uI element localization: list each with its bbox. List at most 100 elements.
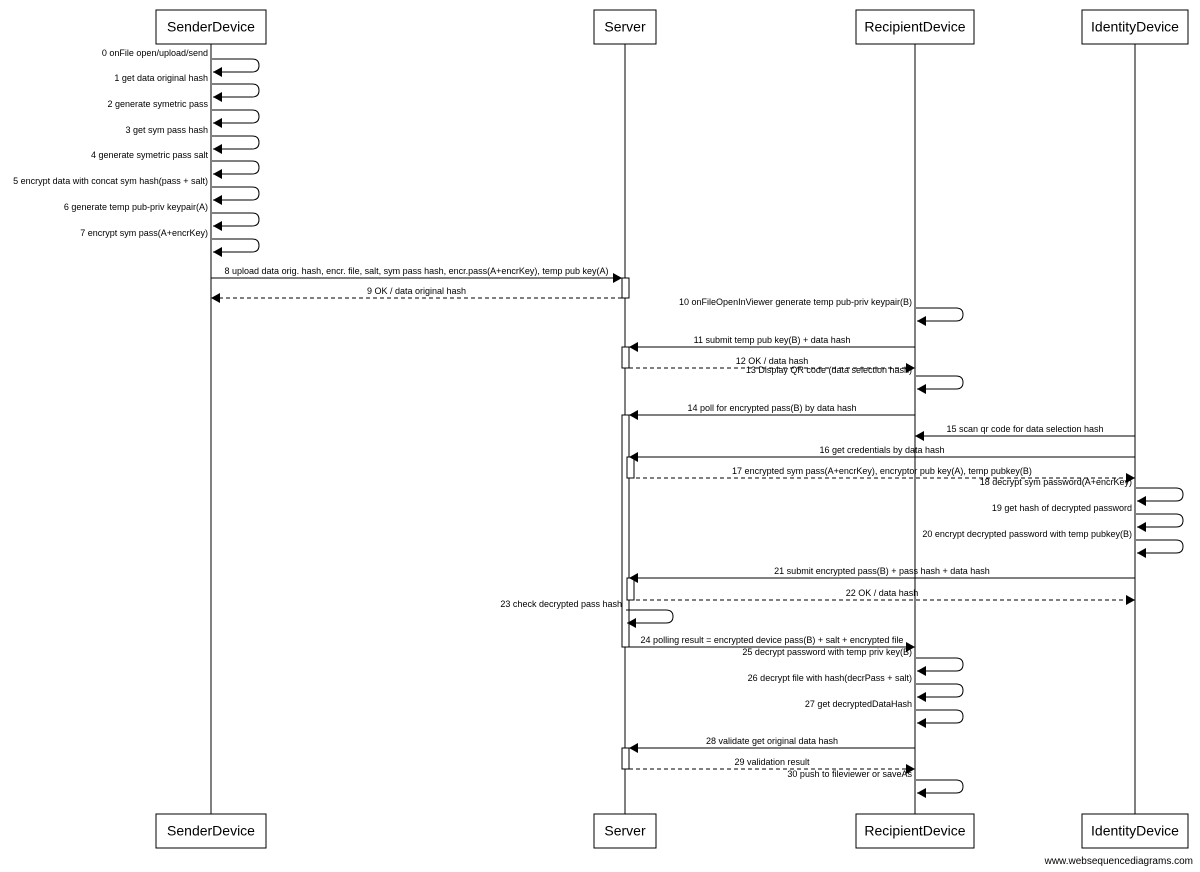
message-label: 7 encrypt sym pass(A+encrKey) <box>80 228 208 238</box>
message-label: 2 generate symetric pass <box>107 99 208 109</box>
participant-bottom-recipient: RecipientDevice <box>855 813 975 849</box>
self-call-arrow <box>212 186 260 205</box>
participant-name: Server <box>604 19 646 35</box>
message-28: 28 validate get original data hash <box>629 736 915 753</box>
message-label: 28 validate get original data hash <box>706 736 838 746</box>
message-8: 8 upload data orig. hash, encr. file, sa… <box>211 266 622 283</box>
participant-name: SenderDevice <box>167 19 255 35</box>
message-label: 3 get sym pass hash <box>125 125 208 135</box>
message-9: 9 OK / data original hash <box>211 286 622 303</box>
participant-bottom-sender: SenderDevice <box>155 813 267 849</box>
message-16: 16 get credentials by data hash <box>629 445 1135 462</box>
message-18: 18 decrypt sym password(A+encrKey) <box>980 477 1184 506</box>
message-23: 23 check decrypted pass hash <box>500 599 674 628</box>
message-29: 29 validation result <box>629 757 915 774</box>
message-4: 4 generate symetric pass salt <box>91 150 260 179</box>
self-call-arrow <box>916 779 964 798</box>
message-label: 12 OK / data hash <box>736 356 809 366</box>
participant-box <box>855 813 975 849</box>
message-17: 17 encrypted sym pass(A+encrKey), encryp… <box>629 466 1135 483</box>
self-call-arrow <box>212 109 260 128</box>
self-call-arrow <box>916 375 964 394</box>
message-11: 11 submit temp pub key(B) + data hash <box>629 335 915 352</box>
participant-box <box>155 813 267 849</box>
participant-top-recipient: RecipientDevice <box>855 9 975 45</box>
message-label: 8 upload data orig. hash, encr. file, sa… <box>225 266 609 276</box>
message-label: 23 check decrypted pass hash <box>500 599 622 609</box>
self-call-arrow <box>212 238 260 257</box>
message-24: 24 polling result = encrypted device pas… <box>629 635 915 652</box>
message-label: 14 poll for encrypted pass(B) by data ha… <box>687 403 856 413</box>
participant-bottom-identity: IdentityDevice <box>1081 813 1189 849</box>
message-label: 25 decrypt password with temp priv key(B… <box>742 647 912 657</box>
message-15: 15 scan qr code for data selection hash <box>915 424 1135 441</box>
activation-bar <box>621 346 630 369</box>
self-call-arrow <box>916 709 964 728</box>
message-30: 30 push to fileviewer or saveAs <box>787 769 964 798</box>
message-label: 19 get hash of decrypted password <box>992 503 1132 513</box>
message-label: 21 submit encrypted pass(B) + pass hash … <box>774 566 990 576</box>
message-label: 15 scan qr code for data selection hash <box>946 424 1103 434</box>
message-0: 0 onFile open/upload/send <box>102 48 260 77</box>
self-call-arrow <box>916 657 964 676</box>
message-label: 9 OK / data original hash <box>367 286 466 296</box>
participant-box <box>155 9 267 45</box>
self-call-arrow <box>626 609 674 628</box>
self-call-arrow <box>212 83 260 102</box>
message-label: 20 encrypt decrypted password with temp … <box>922 529 1132 539</box>
message-5: 5 encrypt data with concat sym hash(pass… <box>13 176 260 205</box>
message-19: 19 get hash of decrypted password <box>992 503 1184 532</box>
message-label: 26 decrypt file with hash(decrPass + sal… <box>748 673 912 683</box>
message-label: 22 OK / data hash <box>846 588 919 598</box>
participant-top-sender: SenderDevice <box>155 9 267 45</box>
participant-box <box>1081 9 1189 45</box>
message-label: 11 submit temp pub key(B) + data hash <box>694 335 851 345</box>
message-label: 6 generate temp pub-priv keypair(A) <box>64 202 208 212</box>
participant-box <box>1081 813 1189 849</box>
message-label: 16 get credentials by data hash <box>819 445 944 455</box>
message-label: 30 push to fileviewer or saveAs <box>787 769 912 779</box>
participant-name: IdentityDevice <box>1091 19 1179 35</box>
self-call-arrow <box>1136 487 1184 506</box>
message-6: 6 generate temp pub-priv keypair(A) <box>64 202 260 231</box>
participant-name: IdentityDevice <box>1091 823 1179 839</box>
message-7: 7 encrypt sym pass(A+encrKey) <box>80 228 260 257</box>
message-label: 5 encrypt data with concat sym hash(pass… <box>13 176 208 186</box>
participant-name: SenderDevice <box>167 823 255 839</box>
activation-bar <box>621 277 630 299</box>
participant-box <box>593 813 657 849</box>
message-label: 10 onFileOpenInViewer generate temp pub-… <box>679 297 912 307</box>
participant-box <box>593 9 657 45</box>
message-27: 27 get decryptedDataHash <box>805 699 964 728</box>
message-label: 18 decrypt sym password(A+encrKey) <box>980 477 1132 487</box>
activation-bar <box>626 456 635 479</box>
message-label: 4 generate symetric pass salt <box>91 150 209 160</box>
message-label: 29 validation result <box>734 757 810 767</box>
self-call-arrow <box>212 58 260 77</box>
activation-bar <box>626 577 635 601</box>
message-25: 25 decrypt password with temp priv key(B… <box>742 647 964 676</box>
participant-top-identity: IdentityDevice <box>1081 9 1189 45</box>
message-label: 13 Display QR code (data selection hash) <box>746 365 912 375</box>
message-1: 1 get data original hash <box>114 73 260 102</box>
message-12: 12 OK / data hash <box>629 356 915 373</box>
message-label: 17 encrypted sym pass(A+encrKey), encryp… <box>732 466 1032 476</box>
self-call-arrow <box>1136 513 1184 532</box>
message-label: 27 get decryptedDataHash <box>805 699 912 709</box>
participant-name: RecipientDevice <box>864 19 965 35</box>
message-14: 14 poll for encrypted pass(B) by data ha… <box>629 403 915 420</box>
message-label: 1 get data original hash <box>114 73 208 83</box>
message-label: 0 onFile open/upload/send <box>102 48 208 58</box>
participant-box <box>855 9 975 45</box>
message-3: 3 get sym pass hash <box>125 125 260 154</box>
message-label: 24 polling result = encrypted device pas… <box>641 635 904 645</box>
footer-credit: www.websequencediagrams.com <box>1044 856 1193 867</box>
self-call-arrow <box>212 212 260 231</box>
message-21: 21 submit encrypted pass(B) + pass hash … <box>629 566 1135 583</box>
activation-bar <box>621 747 630 770</box>
self-call-arrow <box>1136 539 1184 558</box>
message-22: 22 OK / data hash <box>629 588 1135 605</box>
self-call-arrow <box>916 307 964 326</box>
message-13: 13 Display QR code (data selection hash) <box>746 365 964 394</box>
